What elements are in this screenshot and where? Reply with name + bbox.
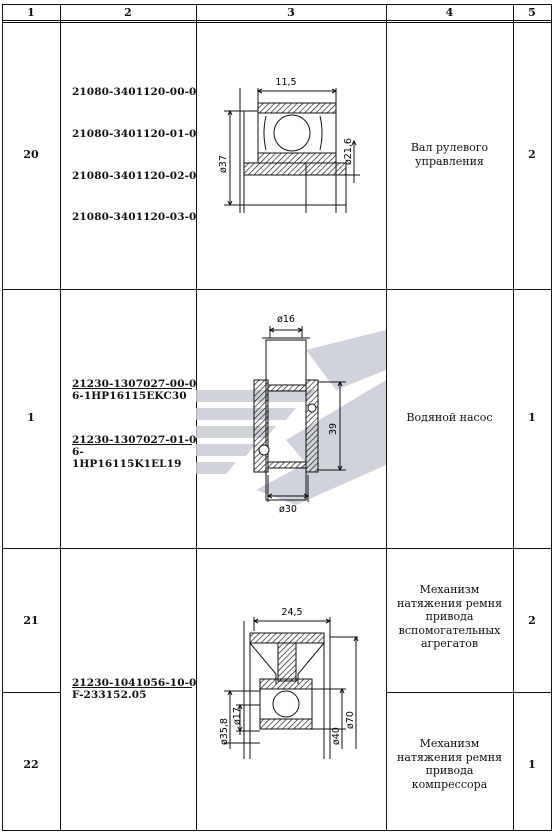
dimension-diameter-35-8: ø35,8 [219,718,230,745]
pulley-drawing-tensioner: 24,5 ø35,8 ø17 ø40 ø70 [219,607,359,759]
column-header-5: 5 [528,6,536,19]
row-index: 22 [23,758,39,771]
dimension-inner-diameter: ø21,6 [343,138,354,165]
dimension-height: 39 [328,423,339,435]
bearing-spec: F-233152.05 [72,687,192,701]
part-number: 21080-3401120-01-0 [72,128,197,140]
application-text: Вал рулевого управления [410,141,489,168]
dimension-diameter-17: ø17 [232,707,243,725]
dimension-diameter-70: ø70 [345,711,356,729]
dimension-shaft-diameter: ø16 [277,314,295,325]
quantity: 2 [528,148,536,161]
application-text: Механизм натяжения ремня привода вспомог… [396,583,503,650]
part-number: 21230-1307027-01-0 [72,434,197,446]
watermark-logo [196,330,386,505]
column-header-4: 4 [445,6,454,19]
application-text: Водяной насос [406,411,493,424]
quantity: 2 [528,614,536,627]
bearing-drawing-water-pump: ø16 39 ø30 [196,314,386,515]
column-header-1: 1 [27,6,35,19]
bearing-spec: 6-1HP16115K1EL19 [72,444,192,470]
row-index: 1 [27,411,35,424]
dimension-diameter-40: ø40 [331,727,342,745]
column-header-3: 3 [287,6,295,19]
part-number: 21230-1307027-00-0 [72,378,197,390]
column-header-2: 2 [124,6,132,19]
part-number: 21080-3401120-03-0 [72,211,197,223]
part-number: 21230-1041056-10-0 [72,677,197,689]
part-number: 21080-3401120-02-0 [72,170,197,182]
application-text: Механизм натяжения ремня привода компрес… [396,737,503,791]
dimension-width: 11,5 [275,77,296,88]
bearing-spec: 6-1HP16115EKC30 [72,388,192,402]
bearing-drawing-steering: 11,5 ø37 ø21,6 [218,77,360,213]
quantity: 1 [528,411,536,424]
dimension-outer-diameter: ø37 [218,155,229,173]
quantity: 1 [528,758,536,771]
dimension-outer-diameter: ø30 [279,504,297,515]
dimension-width: 24,5 [281,607,302,618]
row-index: 21 [23,614,39,627]
row-index: 20 [23,148,39,161]
part-number: 21080-3401120-00-0 [72,86,197,98]
